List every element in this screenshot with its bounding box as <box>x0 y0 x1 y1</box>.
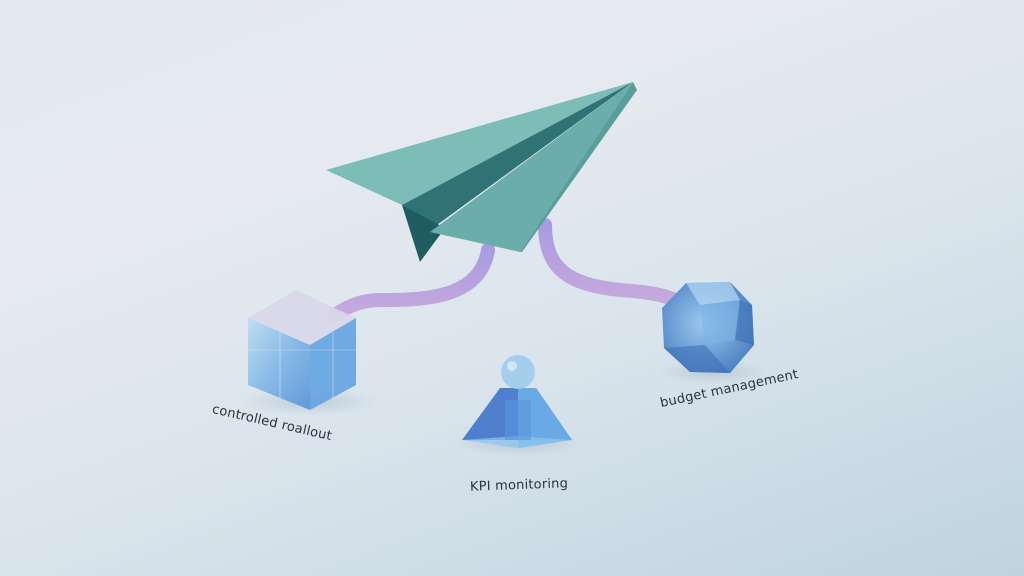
tubes <box>328 218 687 362</box>
sphere-icon <box>501 355 535 389</box>
tube-to-gem <box>538 218 687 309</box>
pyramid-icon <box>462 355 572 448</box>
paper-plane-icon <box>326 82 637 262</box>
cube-icon <box>248 290 356 410</box>
tube-to-cube <box>328 243 495 322</box>
gem-icon <box>662 282 754 373</box>
